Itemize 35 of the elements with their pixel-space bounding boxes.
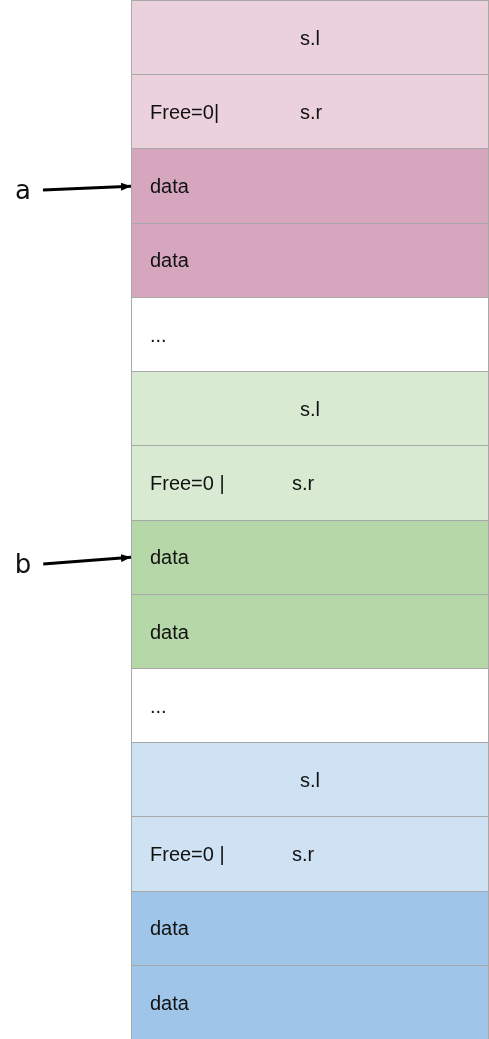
cell-text: s.r: [292, 471, 315, 495]
cell-text: ...: [150, 323, 167, 347]
memory-cell: [131, 964, 489, 1039]
memory-cell: [131, 148, 489, 225]
cell-text: data: [150, 174, 189, 198]
memory-cell: [131, 816, 489, 893]
pointer-label: a: [15, 175, 31, 205]
memory-cell: [131, 890, 489, 967]
cell-text: s.l: [300, 768, 320, 792]
cell-text: data: [150, 991, 189, 1015]
pointer-label: b: [14, 549, 32, 579]
memory-cell: [131, 519, 489, 596]
memory-cell: [131, 296, 489, 373]
cell-text: data: [150, 545, 189, 569]
cell-text: s.l: [300, 397, 320, 421]
cell-text: ...: [150, 694, 167, 718]
memory-cell: [131, 371, 489, 447]
memory-cell: [131, 742, 489, 818]
memory-cell: [131, 74, 489, 150]
arrow: [42, 182, 132, 192]
memory-cell: [131, 0, 489, 76]
arrow: [43, 554, 132, 566]
memory-cell: [131, 593, 489, 670]
cell-text: data: [150, 249, 189, 272]
cell-text: Free=0 |: [150, 842, 225, 866]
cell-text: s.r: [300, 100, 323, 124]
cell-text: data: [150, 620, 189, 644]
memory-cell: [131, 222, 489, 299]
cell-text: s.l: [300, 26, 320, 50]
cell-text: data: [150, 916, 189, 940]
cell-text: Free=0 |: [150, 471, 225, 495]
cell-text: Free=0|: [150, 100, 220, 124]
memory-cell: [131, 445, 489, 521]
memory-cell: [131, 667, 489, 744]
cell-text: s.r: [292, 842, 315, 866]
